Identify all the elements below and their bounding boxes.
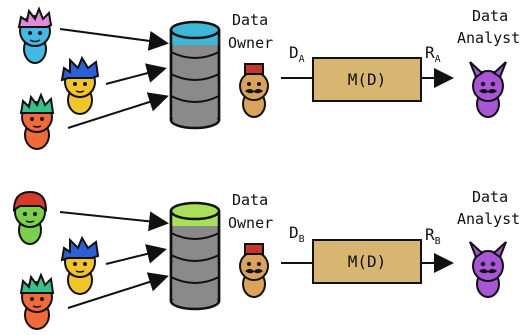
mechanism-label: M(D) <box>348 70 387 89</box>
output-result-label: RA <box>425 43 441 65</box>
data-owner-figure <box>239 63 269 118</box>
contribution-arrow <box>105 63 167 85</box>
data-owner-label-line1: Data <box>232 11 268 29</box>
data-analyst-figure <box>469 241 507 298</box>
contribution-arrow <box>59 28 169 51</box>
data-analyst-label-line1: Data <box>472 188 508 206</box>
contributor-teal-hair <box>19 272 55 330</box>
data-analyst-label-line1: Data <box>472 7 508 25</box>
contributor-blue-hair <box>60 55 100 115</box>
data-owner-label-line2: Owner <box>228 214 273 232</box>
data-owner-label-line1: Data <box>232 191 268 209</box>
input-dataset-label: DB <box>289 223 305 245</box>
input-subscript: B <box>299 234 305 245</box>
input-symbol: D <box>289 223 299 242</box>
mechanism-box <box>312 239 422 284</box>
mechanism-box <box>312 57 422 102</box>
contribution-arrow <box>67 272 169 309</box>
row-a: Data Owner DA M(D) RA Data Analyst <box>17 6 520 150</box>
contribution-arrow <box>105 244 167 265</box>
contributor-teal-hair <box>19 92 55 150</box>
mechanism-label: M(D) <box>348 252 387 271</box>
output-symbol: R <box>425 43 435 62</box>
data-analyst-label-line2: Analyst <box>457 210 520 228</box>
data-analyst-figure <box>469 61 507 118</box>
data-analyst-label-line2: Analyst <box>457 29 520 47</box>
output-result-label: RB <box>425 225 441 247</box>
database-icon <box>169 20 221 130</box>
contribution-arrow <box>67 92 169 129</box>
input-subscript: A <box>299 54 305 65</box>
contributor-pink-hair <box>17 6 53 64</box>
output-subscript: B <box>435 236 441 247</box>
output-symbol: R <box>425 225 435 244</box>
input-dataset-label: DA <box>289 43 305 65</box>
contribution-arrow <box>59 211 169 232</box>
input-symbol: D <box>289 43 299 62</box>
contributor-blue-hair <box>60 235 100 295</box>
contributor-red-hair <box>12 190 48 245</box>
output-subscript: A <box>435 54 441 65</box>
database-icon <box>169 201 221 311</box>
data-owner-label-line2: Owner <box>228 34 273 52</box>
row-b: Data Owner DB M(D) RB Data Analyst <box>12 188 520 330</box>
data-owner-figure <box>239 243 269 298</box>
